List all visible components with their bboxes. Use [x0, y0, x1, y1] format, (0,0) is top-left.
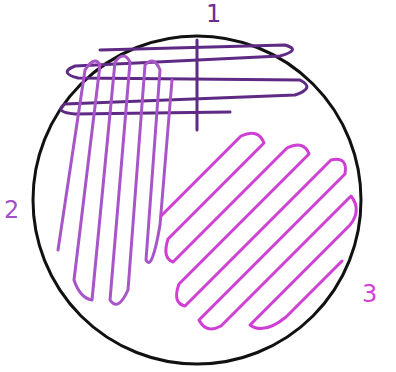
callout-number: 1: [206, 0, 221, 28]
streak-three: [161, 133, 356, 329]
callout-number: 3: [362, 280, 377, 308]
streak-one-line: [196, 40, 199, 130]
petri-dish: [33, 36, 361, 364]
callout-number: 2: [4, 196, 19, 224]
streak-two: [58, 56, 172, 304]
